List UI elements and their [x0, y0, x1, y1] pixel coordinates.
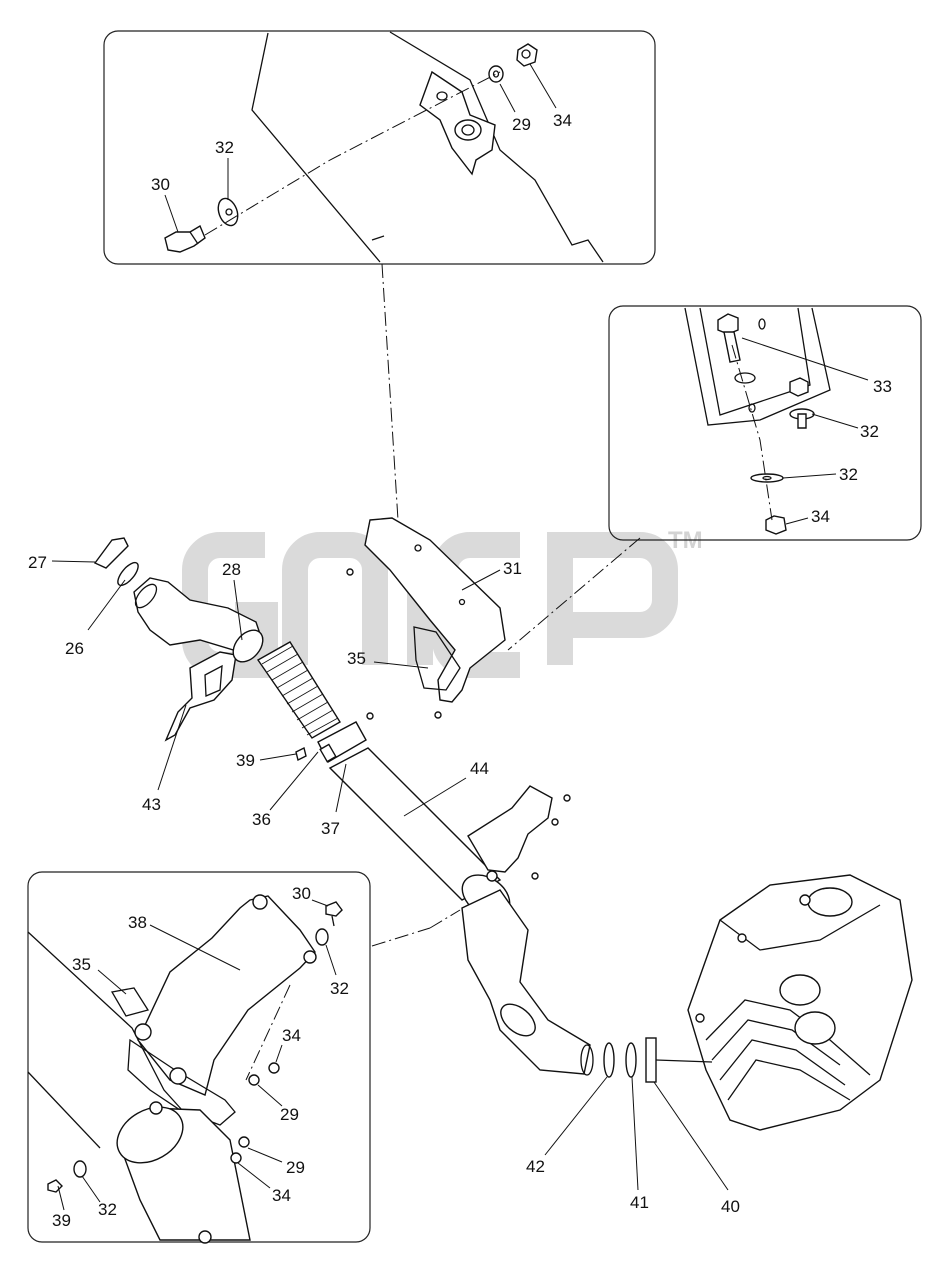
callout-42: 42	[526, 1157, 545, 1176]
callout-29-detail-b: 29	[286, 1158, 305, 1177]
part-39-bolt	[295, 746, 307, 762]
callout-34-detail-b: 34	[272, 1186, 291, 1205]
part-35-plate	[413, 626, 461, 691]
detail-right-box: 33 32 32 34	[608, 305, 922, 541]
callout-34-detail-a: 34	[282, 1026, 301, 1045]
callout-33-right: 33	[873, 377, 892, 396]
callout-43: 43	[142, 795, 161, 814]
callout-36: 36	[252, 810, 271, 829]
detail-link-line-top	[381, 263, 399, 521]
callout-26: 26	[65, 639, 84, 658]
part-38-bracket-detail	[137, 895, 316, 1096]
callout-32-detail-b: 32	[98, 1200, 117, 1219]
callout-39-detail: 39	[52, 1211, 71, 1230]
main-assembly: 27 26 28 43 39 36 37 35 31 44 42 41 40	[28, 517, 913, 1216]
callout-39: 39	[236, 751, 255, 770]
callout-32-detail-a: 32	[330, 979, 349, 998]
part-42-ring	[603, 1042, 615, 1078]
callout-30-top: 30	[151, 175, 170, 194]
detail-link-line-right	[507, 537, 641, 651]
detail-link-line-bottom	[371, 927, 431, 947]
callout-40: 40	[721, 1197, 740, 1216]
callout-37: 37	[321, 819, 340, 838]
callout-34-right: 34	[811, 507, 830, 526]
part-40-flange	[645, 1037, 657, 1083]
part-dpf-muffler	[655, 874, 913, 1131]
callout-35: 35	[347, 649, 366, 668]
callout-27: 27	[28, 553, 47, 572]
part-38-bracket-mid	[467, 785, 553, 873]
part-41-ring	[625, 1042, 637, 1078]
callout-32-right-a: 32	[860, 422, 879, 441]
part-27-clamp	[93, 537, 129, 569]
callout-31: 31	[503, 559, 522, 578]
part-43-bracket	[164, 651, 237, 742]
callout-29-top: 29	[512, 115, 531, 134]
part-elbow-pipe	[461, 889, 591, 1075]
part-31-bracket	[364, 517, 506, 703]
detail-top-box: 30 32 29 34	[103, 30, 656, 265]
callout-29-detail-a: 29	[280, 1105, 299, 1124]
flex-hose-corrugation	[261, 645, 339, 736]
part-44-pipe	[328, 747, 502, 901]
callout-38-detail: 38	[128, 913, 147, 932]
callout-35-detail: 35	[72, 955, 91, 974]
callout-44: 44	[470, 759, 489, 778]
callout-41: 41	[630, 1193, 649, 1212]
detail-bottom-box: 38 35 30 32 34 29 29 34 39 32	[27, 871, 371, 1244]
callout-32-right-b: 32	[839, 465, 858, 484]
callout-28: 28	[222, 560, 241, 579]
part-26-gasket	[117, 561, 139, 587]
callout-34-top: 34	[553, 111, 572, 130]
part-36-flex-hose	[256, 641, 341, 739]
callout-30-detail: 30	[292, 884, 311, 903]
callout-32-top: 32	[215, 138, 234, 157]
